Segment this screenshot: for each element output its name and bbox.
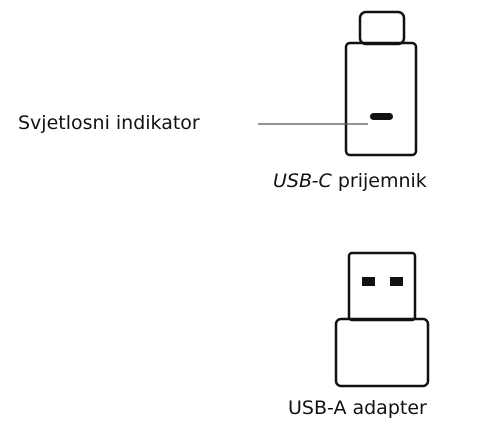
light-indicator-icon	[370, 113, 393, 120]
usb-c-caption-prefix: USB	[273, 170, 312, 192]
usb-a-contact-left	[362, 277, 375, 286]
usb-c-body	[344, 41, 418, 157]
usb-c-connector	[358, 10, 406, 46]
usb-a-adapter-icon	[334, 251, 430, 388]
usb-c-receiver-caption: USB-C prijemnik	[273, 170, 427, 192]
usb-c-caption-suffix: prijemnik	[331, 170, 427, 192]
usb-a-contact-right	[390, 277, 403, 286]
usb-a-body	[334, 317, 430, 388]
light-indicator-label: Svjetlosni indikator	[18, 112, 200, 134]
usb-a-adapter-caption: USB-A adapter	[288, 397, 427, 419]
usb-a-plug	[347, 251, 417, 322]
usb-c-caption-c: -C	[311, 170, 332, 192]
usb-c-receiver-icon	[344, 10, 418, 157]
